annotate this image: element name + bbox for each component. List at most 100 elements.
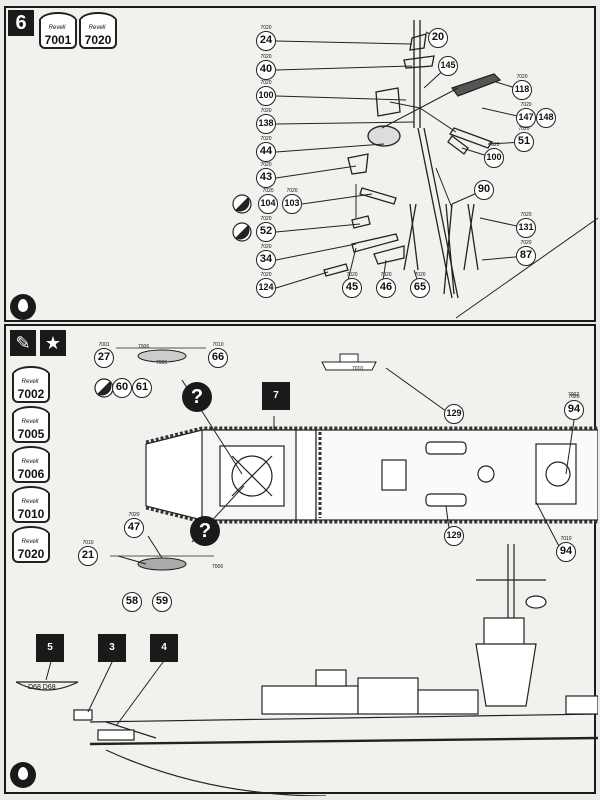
paint-code-label: 7005 — [156, 360, 168, 366]
paint-code-label: 7020 — [518, 126, 530, 132]
paint-code-label: 7010 — [212, 342, 224, 348]
paint-code-label: 7006 — [138, 344, 150, 350]
part-callout: 40 — [256, 60, 276, 80]
paint-code-label: 7020 — [260, 272, 272, 278]
part-callout: 90 — [474, 180, 494, 200]
part-callout: 138 — [256, 114, 276, 134]
part-callout: 147 — [516, 108, 536, 128]
part-callout: 103 — [282, 194, 302, 214]
part-callout: 129 — [444, 404, 464, 424]
question-mark-icon: ? — [182, 382, 212, 412]
paint-pot-icon: Revell 7020 — [12, 526, 50, 568]
part-callout: 61 — [132, 378, 152, 398]
part-callout: 145 — [438, 56, 458, 76]
decal-star-icon: 3 — [98, 634, 126, 662]
paint-code-label: 7020 — [260, 54, 272, 60]
part-callout: 45 — [342, 278, 362, 298]
decal-star-icon: 5 — [36, 634, 64, 662]
part-callout: 131 — [516, 218, 536, 238]
mast-assembly-diagram — [232, 20, 598, 319]
part-callout: 51 — [514, 132, 534, 152]
paint-code: 7006 — [17, 467, 45, 481]
paint-code-label: 7020 — [520, 240, 532, 246]
deck-assembly-diagram — [15, 347, 598, 796]
star-icon: ★ — [40, 330, 66, 356]
part-callout: 60 — [112, 378, 132, 398]
decal-number: 4 — [161, 642, 167, 653]
paint-brand: Revell — [21, 379, 39, 385]
decal-number: 3 — [109, 642, 115, 653]
step-7-panel: ✎ ★ Revell 7002 Revell 7005 Revell 7006 … — [4, 324, 598, 796]
part-callout: 94 — [564, 400, 584, 420]
paint-brand: Revell — [21, 499, 39, 505]
decal-number: 5 — [47, 642, 53, 653]
part-callout: 52 — [256, 222, 276, 242]
part-callout: 65 — [410, 278, 430, 298]
paint-code-label: 7010 — [82, 540, 94, 546]
brush-icon: ✎ — [10, 330, 36, 356]
part-callout: 21 — [78, 546, 98, 566]
part-callout: 129 — [444, 526, 464, 546]
paint-code-label: 7002 — [568, 392, 580, 398]
part-callout: 100 — [256, 86, 276, 106]
paint-code-label: 7020 — [260, 216, 272, 222]
part-callout: 34 — [256, 250, 276, 270]
paint-pot-icon: Revell 7020 — [79, 12, 117, 54]
paint-code: 7010 — [17, 507, 45, 521]
paint-code-label: 7010 — [352, 366, 364, 372]
paint-code-label: 7020 — [260, 244, 272, 250]
glue-drop-icon — [10, 294, 36, 320]
decal-star-icon: 7 — [262, 382, 290, 410]
paint-code: 7005 — [17, 427, 45, 441]
part-callout: 46 — [376, 278, 396, 298]
part-callout: 104 — [258, 194, 278, 214]
paint-brand: Revell — [21, 419, 39, 425]
paint-code-label: 7020 — [128, 512, 140, 518]
question-mark-icon: ? — [190, 516, 220, 546]
step-number-badge: 6 — [8, 10, 34, 36]
part-callout: 94 — [556, 542, 576, 562]
paint-code-label: 7020 — [286, 188, 298, 194]
paint-code-label: 7020 — [260, 80, 272, 86]
paint-code: 7002 — [17, 387, 45, 401]
paint-code-label: 7020 — [260, 136, 272, 142]
paint-code: 7020 — [84, 33, 112, 47]
paint-code-label: 7010 — [560, 536, 572, 542]
paint-code-label: 7020 — [380, 272, 392, 278]
paint-code-label: 7020 — [516, 74, 528, 80]
paint-code: 7020 — [17, 547, 45, 561]
part-callout: 27 — [94, 348, 114, 368]
paint-code-label: 7020 — [260, 162, 272, 168]
part-callout: 148 — [536, 108, 556, 128]
part-callout: 43 — [256, 168, 276, 188]
paint-code-label: 7001 — [98, 342, 110, 348]
part-callout: 24 — [256, 31, 276, 51]
part-callout: 20 — [428, 28, 448, 48]
paint-code-label: 7020 — [346, 272, 358, 278]
paint-pot-icon: Revell 7002 — [12, 366, 50, 408]
paint-code-label: 7020 — [568, 394, 580, 400]
paint-code-label: 7020 — [520, 212, 532, 218]
step-6-panel: 6 Revell 7001 Revell 7020 — [4, 6, 598, 322]
paint-code-label: 7020 — [260, 108, 272, 114]
glue-drop-icon — [10, 762, 36, 788]
part-callout: 124 — [256, 278, 276, 298]
part-callout: 58 — [122, 592, 142, 612]
paint-code-label: 7020 — [414, 272, 426, 278]
paint-brand: Revell — [48, 25, 66, 31]
paint-brand: Revell — [21, 459, 39, 465]
paint-pot-icon: Revell 7006 — [12, 446, 50, 488]
part-callout: 47 — [124, 518, 144, 538]
paint-code-label: 7020 — [520, 102, 532, 108]
paint-code-label: 7020 — [488, 142, 500, 148]
decal-star-icon: 4 — [150, 634, 178, 662]
paint-brand: Revell — [88, 25, 106, 31]
paint-pot-icon: Revell 7005 — [12, 406, 50, 448]
paint-code-label: 7020 — [260, 25, 272, 31]
paint-pot-icon: Revell 7010 — [12, 486, 50, 528]
paint-code: 7001 — [44, 33, 72, 47]
part-callout: 44 — [256, 142, 276, 162]
paint-brand: Revell — [21, 539, 39, 545]
paint-code-label: 7020 — [262, 188, 274, 194]
part-callout: 66 — [208, 348, 228, 368]
